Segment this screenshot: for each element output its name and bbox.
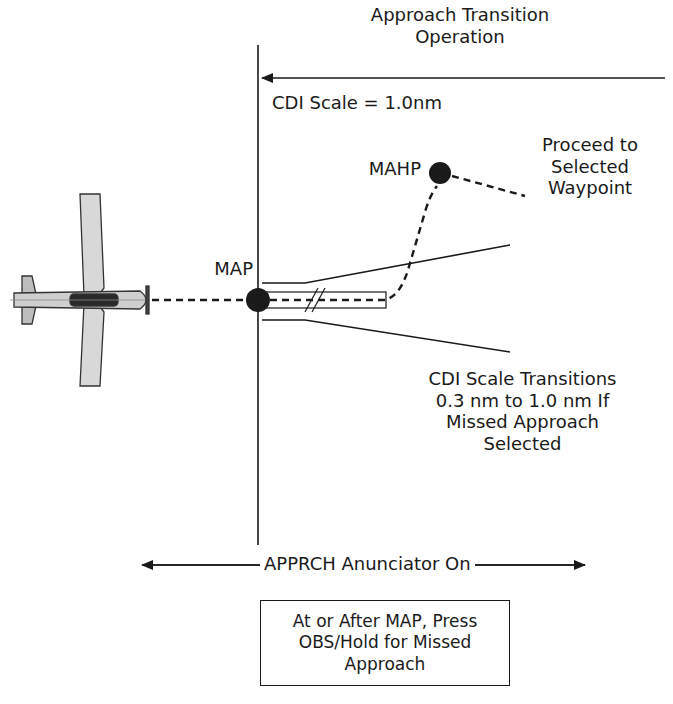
cdi-corridor [262, 245, 510, 352]
waypoint-name: MAHP [369, 158, 421, 180]
operation-heading: Approach Transition Operation [345, 4, 575, 47]
cdi-scale-note: CDI Scale = 1.0nm [272, 92, 532, 114]
transition-arrow [262, 77, 665, 79]
instruction-text: At or After MAP, Press OBS/Hold for Miss… [277, 611, 493, 675]
flight-path [152, 176, 525, 300]
map-dot [246, 288, 270, 312]
waypoint-note: Proceed to Selected Waypoint [520, 134, 660, 199]
airplane [10, 194, 150, 386]
annunciator-label: APPRCH Anunciator On [260, 553, 475, 575]
cdi-transition-note: CDI Scale Transitions 0.3 nm to 1.0 nm I… [415, 368, 630, 454]
instruction-box: At or After MAP, Press OBS/Hold for Miss… [260, 600, 510, 686]
waypoint-name: MAP [214, 258, 253, 280]
mahp-dot [429, 162, 451, 184]
